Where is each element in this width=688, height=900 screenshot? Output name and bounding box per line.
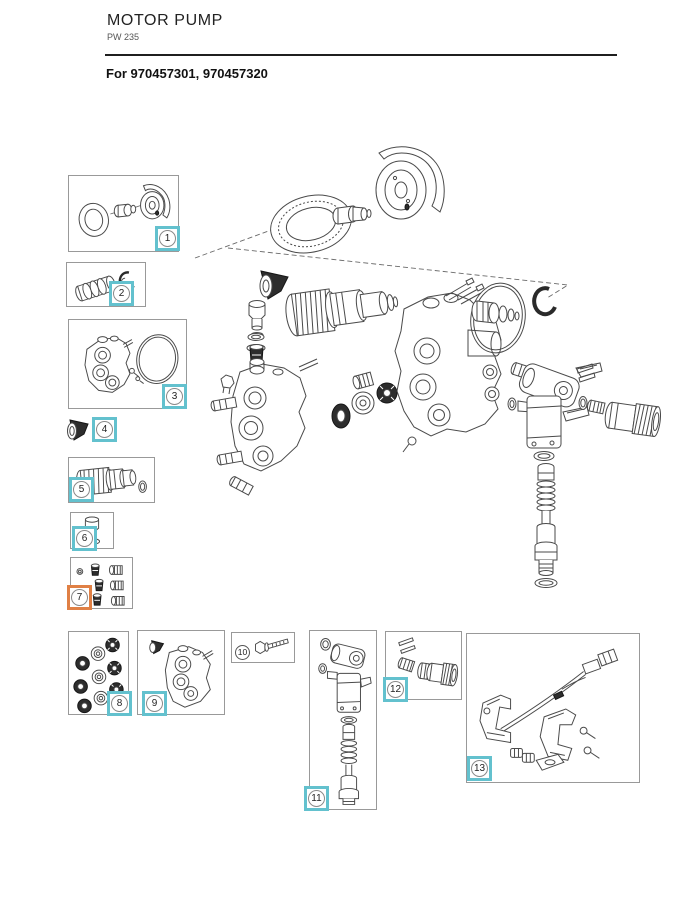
callout-number: 13 [473, 762, 486, 774]
header-rule [105, 54, 617, 56]
callout-7: 7 [67, 585, 92, 610]
models-line: For 970457301, 970457320 [106, 66, 268, 81]
part-box-13 [466, 633, 640, 783]
callout-2: 2 [109, 281, 134, 306]
callout-number: 6 [81, 532, 88, 544]
callout-7-circle: 7 [71, 589, 88, 606]
callout-number: 8 [116, 697, 123, 709]
part-3-drawing [84, 334, 179, 393]
callout-11: 11 [304, 786, 329, 811]
callout-3-circle: 3 [166, 388, 183, 405]
callout-1-circle: 1 [159, 230, 176, 247]
callout-9-circle: 9 [146, 695, 163, 712]
callout-number: 4 [101, 423, 108, 435]
callout-number: 9 [151, 697, 158, 709]
callout-3: 3 [162, 384, 187, 409]
part-7-drawing [76, 563, 125, 606]
callout-4: 4 [92, 417, 117, 442]
part-box-1 [68, 175, 179, 252]
callout-6-circle: 6 [76, 530, 93, 547]
callout-13-circle: 13 [471, 760, 488, 777]
callout-12: 12 [383, 677, 408, 702]
part-4-figure [66, 414, 92, 444]
part-box-11 [309, 630, 377, 810]
callout-number: 5 [78, 483, 85, 495]
part-1-drawing [78, 184, 171, 237]
part-9-drawing [149, 640, 214, 708]
callout-number: 3 [171, 390, 178, 402]
callout-4-circle: 4 [96, 421, 113, 438]
callout-1: 1 [155, 226, 180, 251]
part-4-drawing [67, 419, 89, 441]
callout-13: 13 [467, 756, 492, 781]
part-11-drawing [318, 637, 372, 805]
page-subtitle: PW 235 [107, 32, 140, 42]
callout-number: 1 [164, 232, 171, 244]
main-exploded-diagram [180, 140, 688, 620]
main-exploded-drawing [194, 146, 662, 588]
callout-2-circle: 2 [113, 285, 130, 302]
callout-8: 8 [107, 691, 132, 716]
part-12-drawing [397, 637, 459, 687]
callout-5: 5 [69, 477, 94, 502]
callout-number: 12 [389, 683, 402, 695]
part-13-drawing [479, 648, 619, 771]
part-8-drawing [73, 637, 124, 714]
part-5-drawing [76, 466, 147, 496]
callout-5-circle: 5 [73, 481, 90, 498]
callout-12-circle: 12 [387, 681, 404, 698]
callout-number: 7 [76, 591, 83, 603]
part-box-9 [137, 630, 225, 715]
callout-8-circle: 8 [111, 695, 128, 712]
part-box-12 [385, 631, 462, 700]
part-box-2 [66, 262, 146, 307]
part-box-8 [68, 631, 129, 715]
callout-number: 10 [237, 647, 248, 658]
callout-11-circle: 11 [308, 790, 325, 807]
part-10-drawing [255, 638, 289, 655]
callout-9: 9 [142, 691, 167, 716]
callout-10-circle: 10 [235, 645, 250, 660]
callout-number: 2 [118, 287, 125, 299]
page-title: MOTOR PUMP [107, 12, 223, 29]
callout-6: 6 [72, 526, 97, 551]
callout-10: 10 [234, 644, 251, 661]
callout-number: 11 [311, 792, 322, 804]
